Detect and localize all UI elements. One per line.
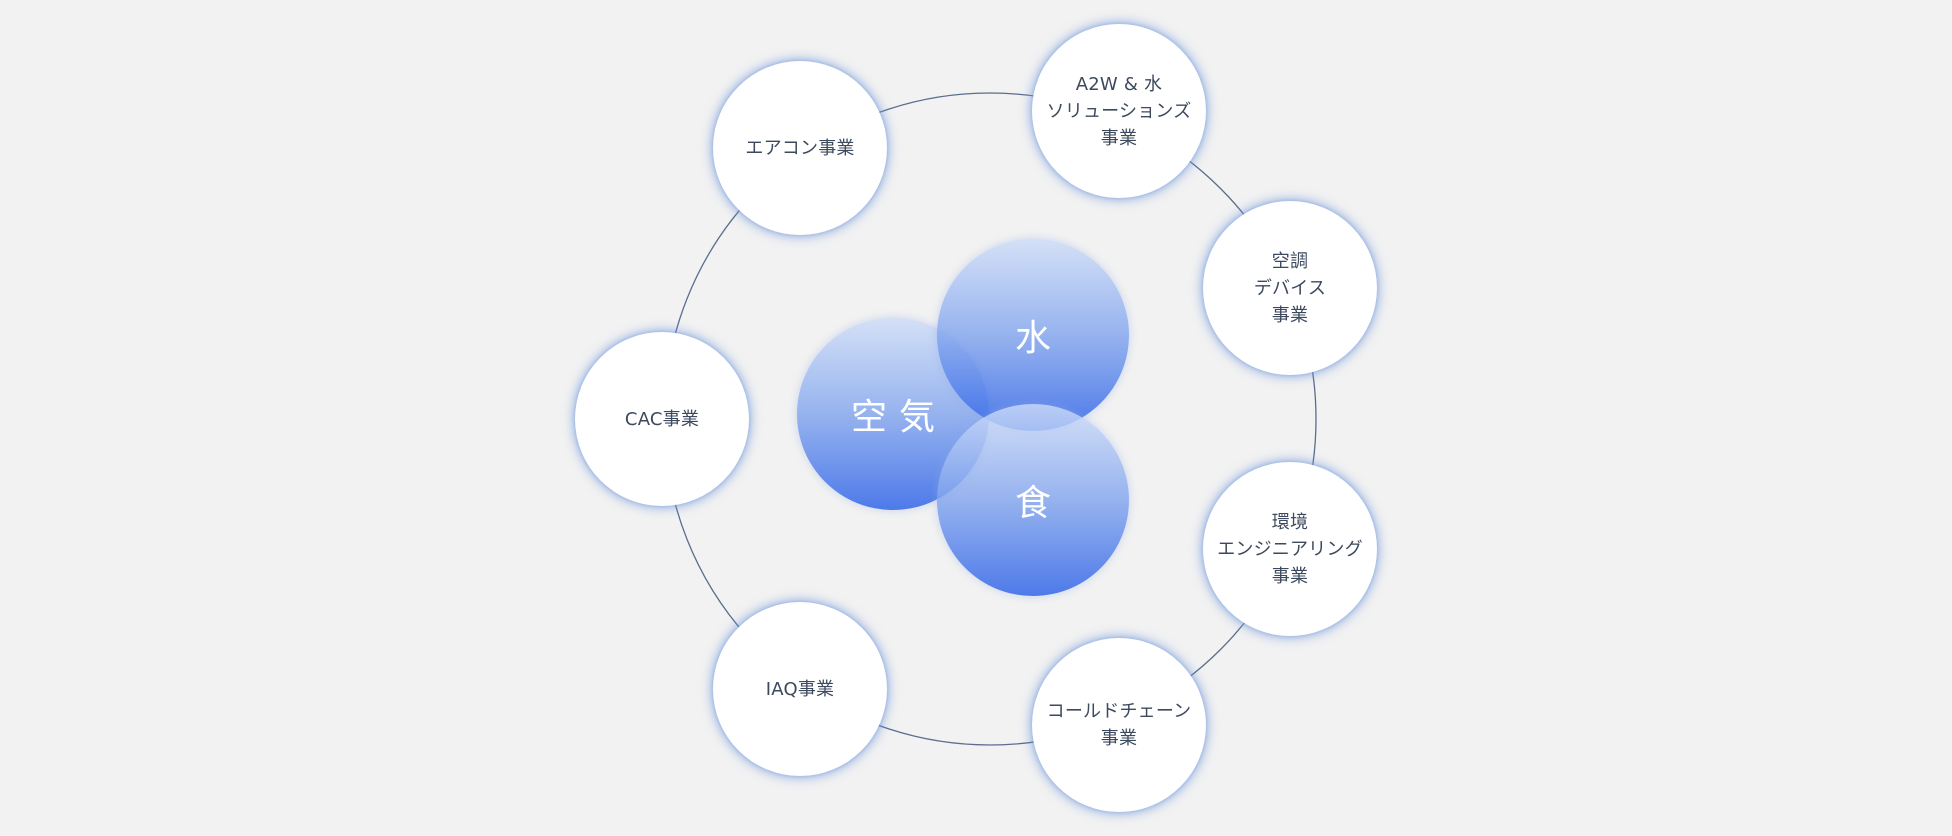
business-node-environment: 環境 エンジニアリング 事業 xyxy=(1203,462,1377,636)
business-label-iaq: IAQ事業 xyxy=(765,678,835,700)
business-node-cac: CAC事業 xyxy=(575,332,749,506)
core-label-air: 空気 xyxy=(850,397,947,438)
business-label-environment: 環境 エンジニアリング 事業 xyxy=(1217,511,1363,587)
core-circle-water: 水 xyxy=(937,239,1129,431)
core-label-food: 食 xyxy=(1014,483,1063,524)
core-label-water: 水 xyxy=(1014,318,1063,359)
business-label-cac: CAC事業 xyxy=(624,408,700,430)
business-node-a2w: A2W & 水 ソリューションズ 事業 xyxy=(1032,24,1206,198)
business-node-hvac-devices: 空調 デバイス 事業 xyxy=(1203,201,1377,375)
core-circle-food: 食 xyxy=(937,404,1129,596)
business-node-cold-chain: コールドチェーン 事業 xyxy=(1032,638,1206,812)
business-node-iaq: IAQ事業 xyxy=(713,602,887,776)
business-label-cold-chain: コールドチェーン 事業 xyxy=(1046,701,1192,749)
business-node-aircon: エアコン事業 xyxy=(713,61,887,235)
business-label-hvac-devices: 空調 デバイス 事業 xyxy=(1253,250,1327,326)
business-label-a2w: A2W & 水 ソリューションズ 事業 xyxy=(1046,73,1192,149)
business-label-aircon: エアコン事業 xyxy=(745,137,855,159)
